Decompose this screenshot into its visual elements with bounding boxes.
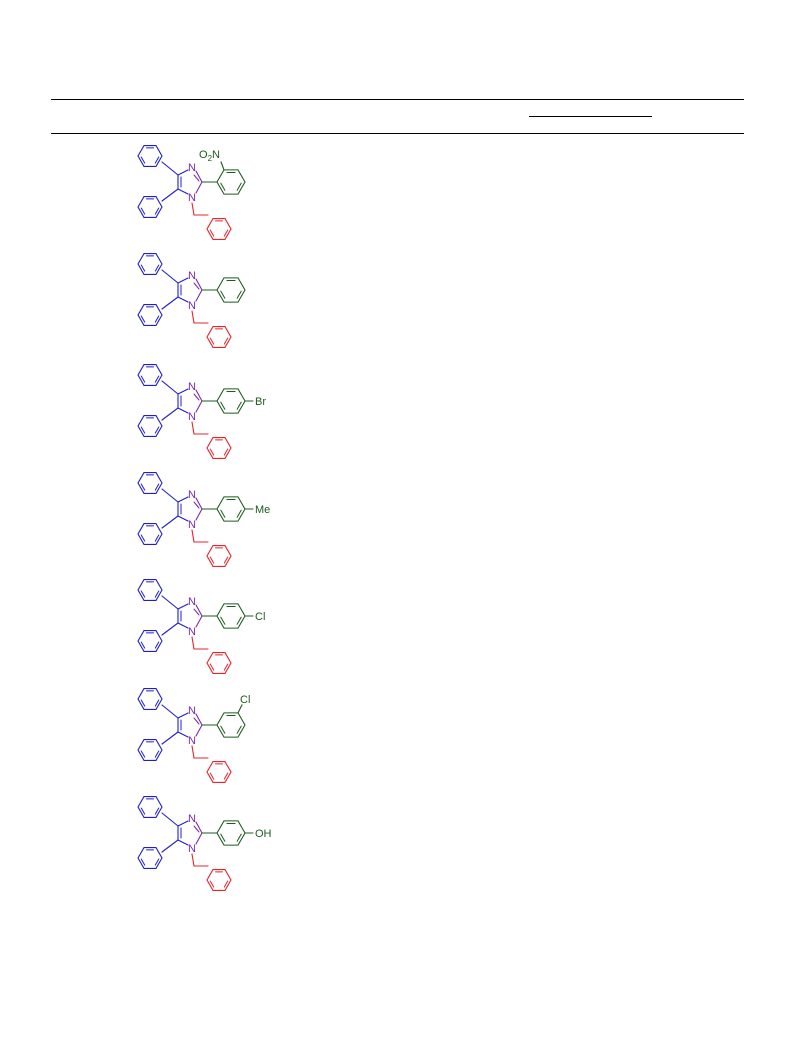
phenyl-ring-bottom bbox=[137, 196, 163, 218]
aryl-ring bbox=[216, 277, 246, 303]
table-top-rule bbox=[51, 99, 744, 100]
substituent-label: Br bbox=[255, 396, 266, 408]
benzyl-ring bbox=[206, 869, 232, 891]
imidazole-nitrogen-n1: N bbox=[188, 735, 196, 747]
benzyl-ring bbox=[206, 761, 232, 783]
imidazole-nitrogen-n1: N bbox=[188, 192, 196, 204]
phenyl-ring-top bbox=[137, 472, 163, 494]
phenyl-ring-top bbox=[137, 688, 163, 710]
substituent-label: Me bbox=[255, 504, 270, 516]
imidazole-nitrogen-n3: N bbox=[188, 162, 196, 174]
benzyl-ring bbox=[206, 326, 232, 348]
imidazole-nitrogen-n3: N bbox=[188, 489, 196, 501]
imidazole-nitrogen-n1: N bbox=[188, 300, 196, 312]
phenyl-ring-bottom bbox=[137, 847, 163, 869]
phenyl-ring-top bbox=[137, 364, 163, 386]
phenyl-ring-top bbox=[137, 579, 163, 601]
imidazole-nitrogen-n3: N bbox=[188, 813, 196, 825]
benzyl-ring bbox=[206, 218, 232, 240]
phenyl-ring-top bbox=[137, 145, 163, 167]
substituent-label: OH bbox=[255, 828, 272, 840]
imidazole-nitrogen-n1: N bbox=[188, 519, 196, 531]
aryl-ring bbox=[216, 388, 246, 414]
structure-row: N N Me bbox=[137, 472, 270, 567]
aryl-ring bbox=[216, 712, 246, 738]
aryl-ring bbox=[216, 169, 246, 195]
benzyl-ring bbox=[206, 652, 232, 674]
structure-row: N N Cl bbox=[137, 688, 250, 783]
structure-row: N N Br bbox=[137, 364, 266, 459]
imidazole-nitrogen-n1: N bbox=[188, 626, 196, 638]
imidazole-nitrogen-n3: N bbox=[188, 381, 196, 393]
phenyl-ring-bottom bbox=[137, 415, 163, 437]
aryl-ring bbox=[216, 603, 246, 629]
phenyl-ring-bottom bbox=[137, 630, 163, 652]
phenyl-ring-bottom bbox=[137, 304, 163, 326]
phenyl-ring-top bbox=[137, 253, 163, 275]
aryl-ring bbox=[216, 820, 246, 846]
table-header-bottom-rule bbox=[51, 133, 744, 134]
aryl-ring bbox=[216, 496, 246, 522]
imidazole-nitrogen-n3: N bbox=[188, 596, 196, 608]
phenyl-ring-bottom bbox=[137, 739, 163, 761]
substituent-label: Cl bbox=[255, 611, 265, 623]
phenyl-ring-top bbox=[137, 796, 163, 818]
imidazole-nitrogen-n1: N bbox=[188, 843, 196, 855]
phenyl-ring-bottom bbox=[137, 523, 163, 545]
structure-row: NN bbox=[137, 253, 246, 348]
benzyl-ring bbox=[206, 437, 232, 459]
structure-row: N N OH bbox=[137, 796, 272, 891]
imidazole-nitrogen-n1: N bbox=[188, 411, 196, 423]
substituent-label: O2N bbox=[199, 149, 220, 163]
benzyl-ring bbox=[206, 545, 232, 567]
substituent-label: Cl bbox=[240, 694, 250, 706]
imidazole-nitrogen-n3: N bbox=[188, 705, 196, 717]
table-column-group-rule bbox=[529, 116, 652, 117]
structure-row: N N Cl bbox=[137, 579, 265, 674]
imidazole-nitrogen-n3: N bbox=[188, 270, 196, 282]
